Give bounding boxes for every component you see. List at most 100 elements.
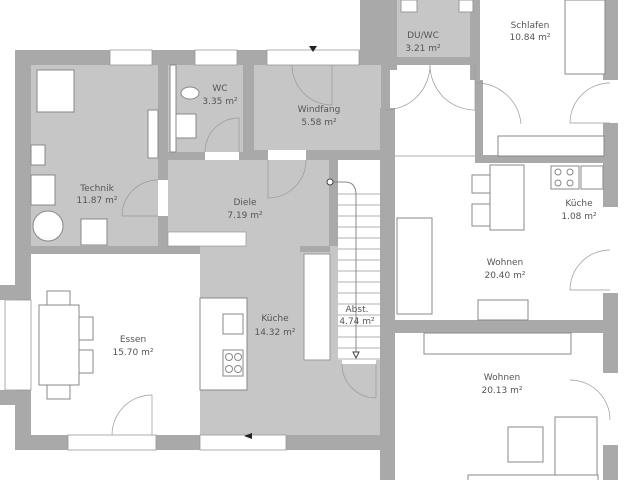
wall-segment	[475, 80, 483, 163]
sofa	[396, 217, 433, 315]
door-swing	[341, 363, 377, 399]
entrance-arrow-icon	[309, 46, 317, 52]
room-name: Essen	[120, 335, 146, 345]
room-labels: Technik 11.87 m² WC 3.35 m² Windfang 5.5…	[76, 21, 597, 396]
wall-segment	[603, 293, 618, 373]
stair-start-marker	[326, 178, 334, 186]
door-swing	[569, 249, 611, 291]
chair	[78, 349, 94, 374]
room-name: Schlafen	[511, 21, 550, 31]
coffee-table	[507, 426, 544, 463]
wall-segment	[603, 123, 618, 207]
door-opening[interactable]	[205, 152, 239, 160]
door-opening[interactable]	[158, 180, 168, 216]
wardrobe	[497, 135, 605, 157]
boiler	[36, 69, 75, 113]
room-name: DU/WC	[407, 31, 439, 41]
door-swing	[429, 64, 476, 111]
room-area: 10.84 m²	[509, 33, 550, 43]
sink	[175, 113, 197, 139]
bar-stool	[471, 174, 491, 194]
wall-segment	[380, 108, 392, 480]
room-name: Diele	[233, 198, 256, 208]
wall-segment	[360, 0, 390, 65]
left-unit	[0, 46, 390, 451]
window	[194, 49, 238, 66]
door-opening[interactable]	[268, 150, 306, 160]
door-swing	[569, 82, 611, 124]
sliding-arrow-icon	[244, 433, 252, 439]
entrance-door[interactable]	[266, 49, 360, 66]
toilet	[180, 86, 200, 100]
wall-segment	[390, 320, 608, 333]
terrace-door[interactable]	[67, 434, 157, 451]
bar-stool	[471, 203, 491, 227]
room-name: Abst.	[346, 305, 369, 315]
wall-segment	[470, 0, 480, 80]
stair-arrow-icon	[352, 351, 360, 360]
wall-segment	[390, 57, 473, 65]
cooktop	[222, 349, 244, 377]
room-name: WC	[212, 84, 227, 94]
room-name: Küche	[565, 199, 593, 209]
sliding-door[interactable]	[199, 434, 287, 451]
room-area: 3.35 m²	[202, 97, 238, 107]
door-swing	[111, 394, 153, 436]
wall-segment	[390, 0, 397, 70]
door-swing	[384, 64, 431, 111]
room-area: 5.58 m²	[301, 118, 337, 128]
room-name: Technik	[79, 184, 114, 194]
room-area: 15.70 m²	[112, 348, 153, 358]
toilet	[400, 0, 418, 13]
room-area: 4.74 m²	[339, 317, 375, 327]
door-swing	[291, 64, 333, 106]
cooktop	[550, 165, 580, 190]
room-area: 7.19 m²	[227, 211, 263, 221]
sideboard	[477, 299, 529, 321]
room-name: Küche	[261, 314, 289, 324]
tank	[32, 210, 64, 242]
kitchen-sink	[580, 165, 604, 190]
room-name: Wohnen	[484, 373, 521, 383]
wc-installation-wall	[169, 64, 177, 153]
room-name: Windfang	[298, 105, 341, 115]
chair	[46, 384, 71, 400]
room-windfang	[254, 65, 381, 150]
breakfast-bar	[489, 164, 525, 231]
washer	[80, 218, 108, 246]
appliance	[30, 144, 46, 166]
wall-segment	[0, 390, 15, 405]
door-swing	[204, 117, 240, 153]
door-swing	[121, 179, 159, 217]
room-area: 3.21 m²	[405, 44, 441, 54]
tv-unit	[423, 332, 572, 355]
room-area: 11.87 m²	[76, 196, 117, 206]
shelf	[30, 174, 56, 206]
wall-segment	[603, 0, 618, 80]
room-area: 14.32 m²	[254, 328, 295, 338]
dining-table	[38, 304, 80, 386]
door-swing	[475, 82, 522, 125]
kitchen-sink	[222, 313, 244, 335]
door-opening[interactable]	[342, 360, 376, 364]
wall-segment	[300, 246, 330, 252]
room-area: 20.13 m²	[481, 386, 522, 396]
window	[4, 299, 32, 391]
window	[109, 49, 153, 66]
wardrobe	[167, 231, 247, 247]
room-name: Wohnen	[487, 258, 524, 268]
cooktop-burners	[225, 353, 242, 373]
chair	[78, 316, 94, 341]
wall-segment	[0, 285, 15, 300]
room-area: 20.40 m²	[484, 271, 525, 281]
wall-segment	[603, 445, 618, 480]
kitchen-counter	[303, 253, 331, 361]
room-wc	[168, 65, 243, 152]
sink	[458, 0, 474, 13]
door-swing	[569, 379, 611, 421]
door-swing	[267, 159, 307, 199]
wall-fixture	[147, 109, 159, 159]
chair	[46, 290, 71, 306]
stair-direction-line	[330, 181, 357, 358]
